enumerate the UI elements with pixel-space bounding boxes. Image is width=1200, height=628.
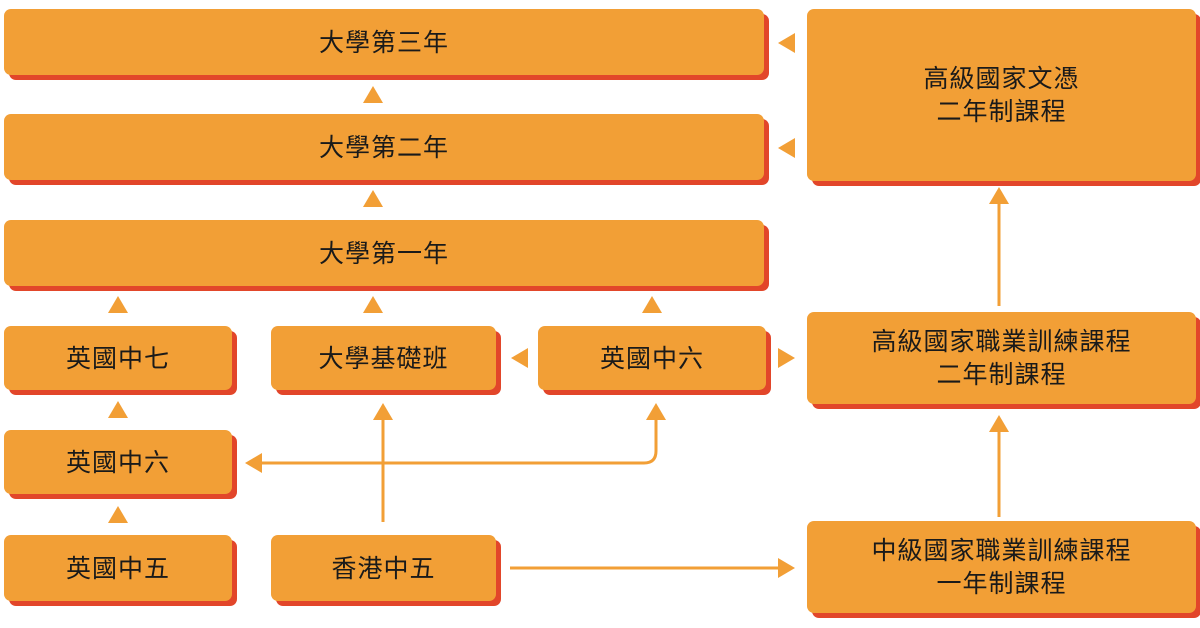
label-hnd-line1: 高級國家文憑: [923, 64, 1080, 93]
box-hnd-two-year: 高級國家文憑 二年制課程: [807, 9, 1196, 181]
box-invq-one-year: 中級國家職業訓練課程 一年制課程: [807, 521, 1196, 613]
label-invq-line2: 一年制課程: [936, 569, 1067, 598]
arrow-up-icon: [989, 187, 1009, 204]
arrow-up-icon: [642, 296, 662, 313]
label-invq-line1: 中級國家職業訓練課程: [871, 536, 1132, 565]
label-university-year-2: 大學第二年: [318, 132, 449, 162]
arrow-up-icon: [108, 296, 128, 313]
box-uk-form5: 英國中五: [4, 535, 232, 601]
box-uk-form6: 英國中六: [4, 430, 232, 494]
label-hk-form5: 香港中五: [331, 553, 436, 583]
arrow-up-icon: [989, 415, 1009, 432]
arrow-left-icon: [778, 33, 795, 53]
arrow-left-icon: [245, 453, 262, 473]
label-university-foundation: 大學基礎班: [318, 343, 449, 373]
label-uk-form5: 英國中五: [65, 553, 170, 583]
label-uk-form6-upper: 英國中六: [599, 343, 704, 373]
label-uk-form7: 英國中七: [65, 343, 170, 373]
box-university-year-1: 大學第一年: [4, 220, 764, 286]
arrow-up-icon: [363, 296, 383, 313]
box-university-year-2: 大學第二年: [4, 114, 764, 180]
arrow-right-icon: [778, 348, 795, 368]
label-university-year-3: 大學第三年: [318, 27, 449, 57]
arrow-left-icon: [511, 348, 528, 368]
box-university-foundation: 大學基礎班: [271, 326, 496, 390]
arrow-up-icon: [363, 190, 383, 207]
connector-split-to-uk-f6-top: [383, 420, 658, 465]
label-hnd-line2: 二年制課程: [936, 97, 1067, 126]
box-hk-form5: 香港中五: [271, 535, 496, 601]
arrow-right-icon: [778, 558, 795, 578]
box-uk-form6-upper: 英國中六: [538, 326, 766, 390]
box-hnvq-two-year: 高級國家職業訓練課程 二年制課程: [807, 312, 1196, 404]
arrow-up-icon: [363, 86, 383, 103]
box-uk-form7: 英國中七: [4, 326, 232, 390]
label-hnvq-line1: 高級國家職業訓練課程: [871, 327, 1132, 356]
arrow-up-icon: [373, 403, 393, 420]
label-university-year-1: 大學第一年: [318, 238, 449, 268]
arrow-up-icon: [108, 401, 128, 418]
box-university-year-3: 大學第三年: [4, 9, 764, 75]
label-uk-form6: 英國中六: [65, 447, 170, 477]
arrow-up-icon: [108, 506, 128, 523]
arrow-up-icon: [646, 403, 666, 420]
arrow-left-icon: [778, 138, 795, 158]
label-hnvq-line2: 二年制課程: [936, 360, 1067, 389]
